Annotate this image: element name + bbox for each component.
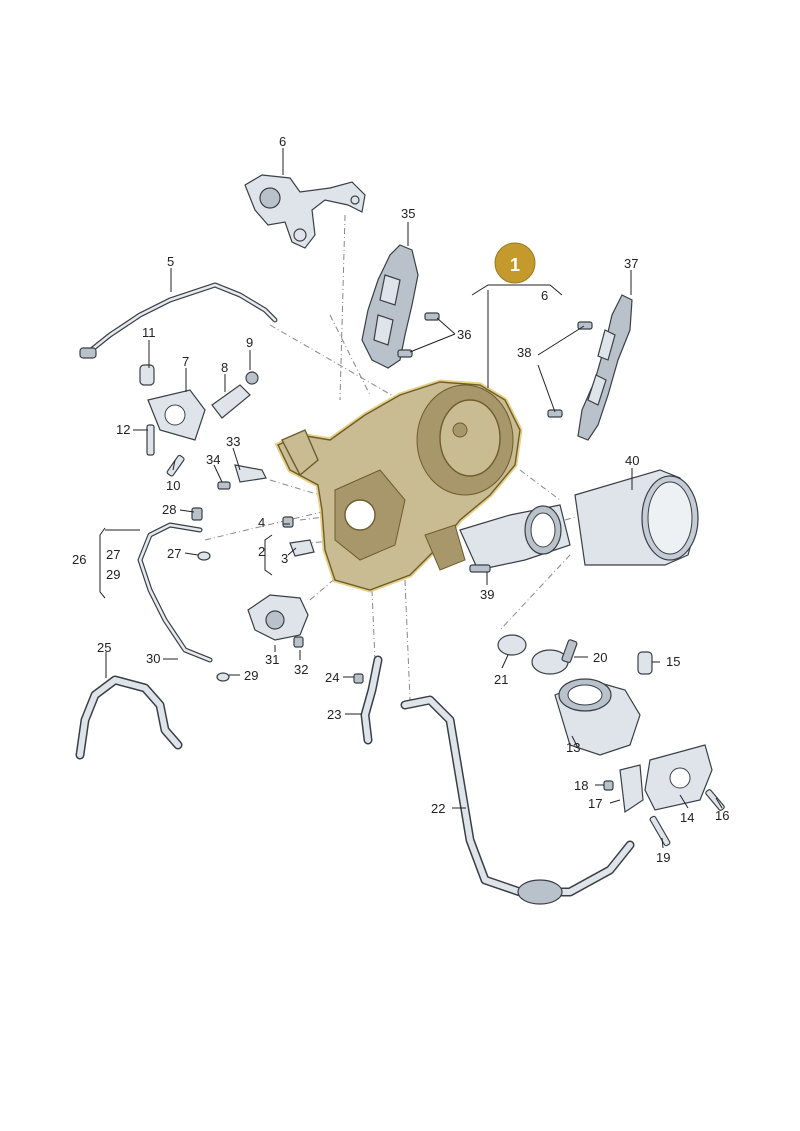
label-6: 6	[279, 134, 286, 149]
label-16: 16	[715, 808, 729, 823]
label-37: 37	[624, 256, 638, 271]
part-37-heat-shield	[577, 294, 633, 441]
part-22-return-pipe	[400, 695, 635, 905]
label-27-bracket: 27	[106, 547, 120, 562]
label-29: 29	[244, 668, 258, 683]
label-31: 31	[265, 652, 279, 667]
label-9: 9	[246, 335, 253, 350]
label-27: 27	[167, 546, 181, 561]
label-33: 33	[226, 434, 240, 449]
part-1-highlight-bubble: 1	[494, 242, 536, 284]
label-21: 21	[494, 672, 508, 687]
label-36: 36	[457, 327, 471, 342]
part-40-intake-pipe	[574, 469, 699, 566]
label-1-ref-6: 6	[541, 288, 548, 303]
label-24: 24	[325, 670, 339, 685]
label-8: 8	[221, 360, 228, 375]
part-25-hose	[75, 675, 183, 760]
part-35-heat-shield	[361, 244, 419, 369]
parts-26-29-coolant-line	[137, 507, 230, 682]
parts-33-34	[217, 464, 267, 490]
leader-lines	[99, 148, 723, 849]
label-38: 38	[517, 345, 531, 360]
label-30: 30	[146, 651, 160, 666]
label-29-bracket: 29	[106, 567, 120, 582]
label-35: 35	[401, 206, 415, 221]
callout-labels: 6 6 35 37 5 11 7 8 9 12 33 34 10 36 38 4…	[72, 134, 729, 865]
part-1-label: 1	[510, 255, 520, 275]
label-12: 12	[116, 422, 130, 437]
part-6-actuator	[244, 174, 366, 249]
parts-2-4-31-32	[247, 516, 315, 648]
label-18: 18	[574, 778, 588, 793]
label-2: 2	[258, 544, 265, 559]
label-40: 40	[625, 453, 639, 468]
part-39-outlet-hose	[459, 504, 571, 573]
part-5-sensor-line	[79, 282, 278, 359]
label-4: 4	[258, 515, 265, 530]
parts-13-21-flange-group	[497, 634, 725, 847]
label-23: 23	[327, 707, 341, 722]
label-19: 19	[656, 850, 670, 865]
part-1-turbocharger	[274, 379, 523, 593]
label-5: 5	[167, 254, 174, 269]
label-28: 28	[162, 502, 176, 517]
label-34: 34	[206, 452, 220, 467]
label-26: 26	[72, 552, 86, 567]
label-25: 25	[97, 640, 111, 655]
label-14: 14	[680, 810, 694, 825]
label-11: 11	[142, 325, 156, 340]
label-3: 3	[281, 551, 288, 566]
label-20: 20	[593, 650, 607, 665]
label-22: 22	[431, 801, 445, 816]
sensor-cluster-7-12	[139, 364, 259, 477]
label-17: 17	[588, 796, 602, 811]
parts-23-24	[353, 655, 383, 745]
label-32: 32	[294, 662, 308, 677]
label-10: 10	[166, 478, 180, 493]
bolts-36-38	[397, 312, 593, 418]
label-13: 13	[566, 740, 580, 755]
label-7: 7	[182, 354, 189, 369]
label-15: 15	[666, 654, 680, 669]
label-39: 39	[480, 587, 494, 602]
